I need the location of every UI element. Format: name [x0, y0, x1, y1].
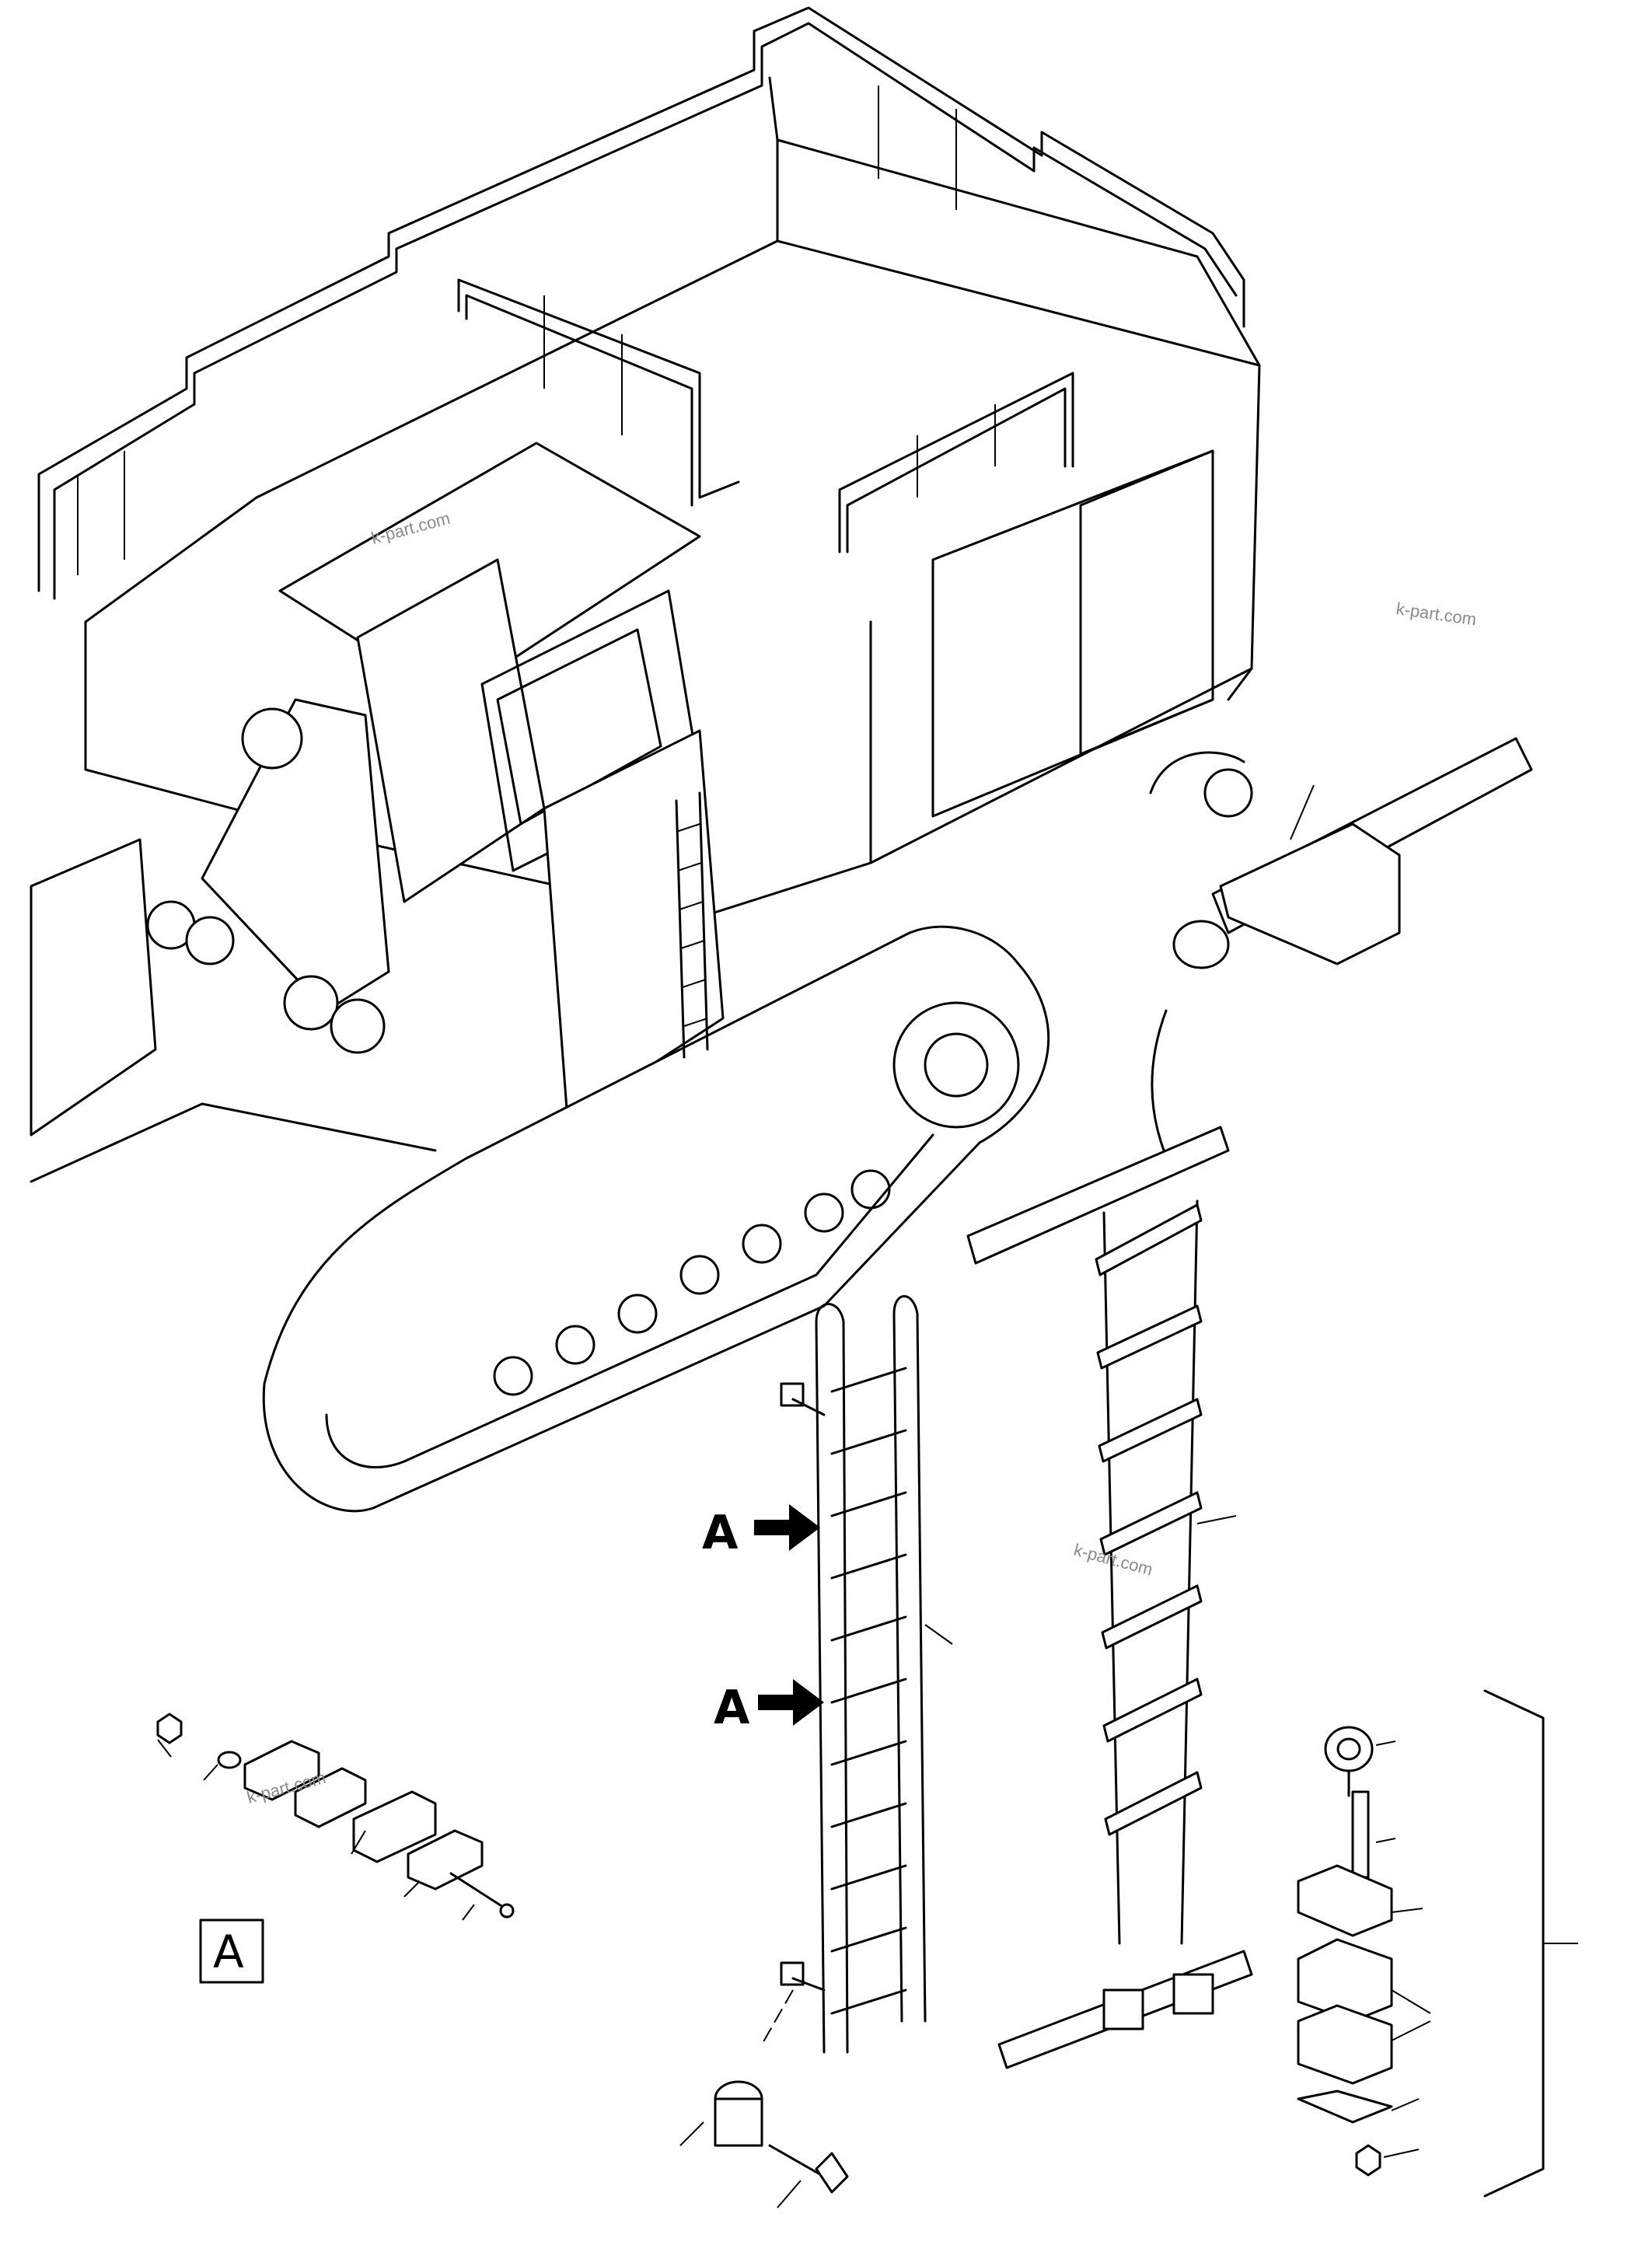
eyebolt-clamp-kit: [1297, 1689, 1578, 2198]
detail-a-label: A: [213, 1926, 244, 1978]
excavator-assembly: [30, 6, 1261, 1513]
boom-linkage: [146, 698, 390, 1054]
detail-a-box: A: [199, 1919, 264, 1984]
callout-arrow: [754, 1504, 820, 1551]
callout-letter: A: [702, 1506, 739, 1560]
watermark: k-part.com: [1395, 599, 1477, 629]
machine-ladder: [675, 791, 709, 1059]
rope-ladder-detail: [966, 1126, 1253, 2069]
rigid-ladder-detail: [679, 1295, 953, 2208]
right-crawler-track: [262, 925, 1050, 1513]
operator-cab: [278, 442, 725, 1121]
engine-grille: [931, 449, 1214, 818]
pipe-bracket-detail: [1149, 737, 1533, 1175]
clamp-exploded-view: [156, 1713, 515, 1921]
detail-callout-2: A: [714, 1679, 824, 1735]
callout-arrow: [758, 1679, 824, 1726]
callout-letter: A: [714, 1681, 750, 1735]
rigid-ladder-rungs: [830, 1367, 907, 2015]
detail-callout-1: A: [702, 1504, 820, 1560]
handrails: [37, 6, 1245, 600]
rope-ladder-rungs: [1095, 1203, 1203, 1836]
left-crawler: [30, 838, 437, 1183]
